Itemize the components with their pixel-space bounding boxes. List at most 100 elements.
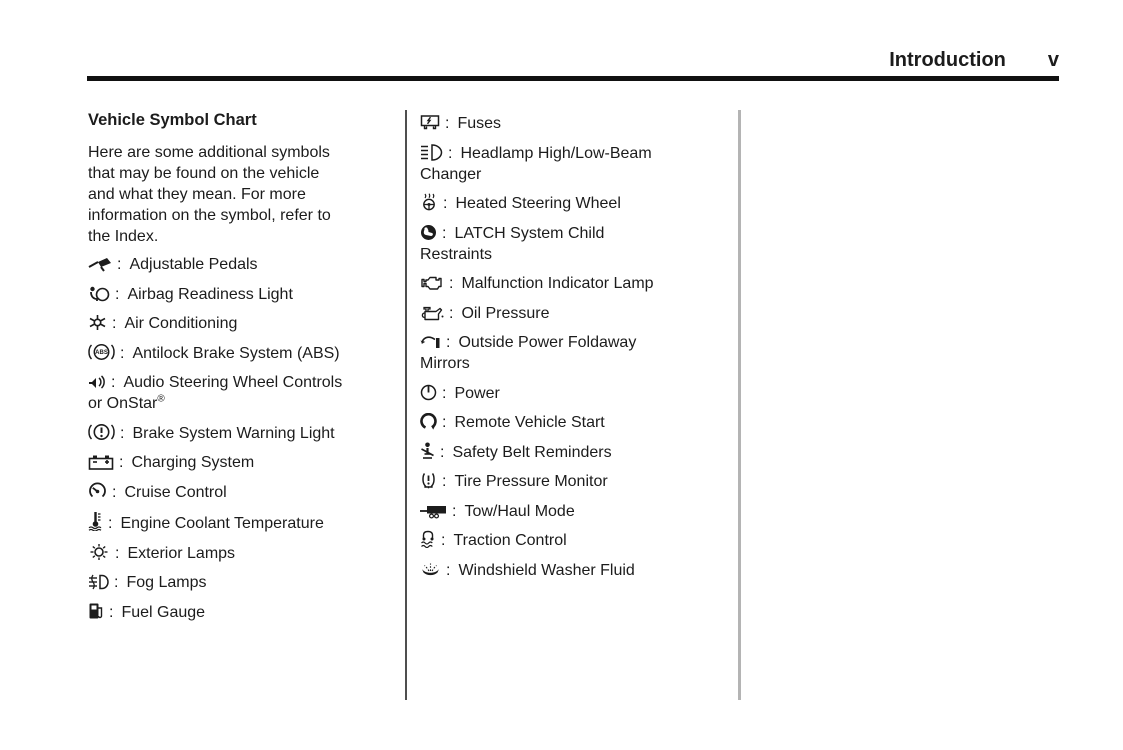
foldaway-mirrors-icon: [420, 332, 441, 353]
symbol-label: Cruise Control: [124, 483, 227, 501]
colon-separator: :: [114, 574, 119, 591]
registered-trademark: ®: [157, 393, 165, 405]
symbol-item: : Oil Pressure: [420, 303, 726, 324]
colon-separator: :: [445, 115, 450, 132]
tire-pressure-icon: [420, 471, 437, 492]
intro-paragraph: Here are some additional symbols that ma…: [88, 144, 331, 245]
cruise-control-icon: [88, 482, 107, 503]
symbol-item: :Headlamp High/Low-Beam Changer: [420, 143, 726, 185]
coolant-temperature-icon: [88, 511, 103, 534]
symbol-label: Oil Pressure: [461, 304, 550, 322]
colon-separator: :: [119, 454, 124, 471]
malfunction-indicator-icon: [420, 273, 444, 294]
symbol-item: :LATCH System Child Restraints: [420, 223, 726, 265]
colon-separator: :: [442, 384, 447, 402]
symbol-label: Traction Control: [453, 532, 567, 549]
colon-separator: :: [117, 256, 122, 273]
symbol-item: : Engine Coolant Temperature: [88, 511, 390, 534]
chapter-title: Introduction: [889, 49, 1006, 71]
header-rule: [87, 76, 1059, 81]
oil-pressure-icon: [420, 303, 444, 324]
symbol-item: : Brake System Warning Light: [88, 423, 390, 444]
colon-separator: :: [441, 532, 446, 549]
latch-child-restraint-icon: [420, 223, 437, 244]
page-header: Introduction v: [87, 48, 1059, 72]
symbol-item: :Fog Lamps: [88, 572, 390, 593]
left-symbol-list: : Adjustable Pedals: Airbag Readiness Ligh…: [88, 254, 390, 623]
colon-separator: :: [452, 502, 457, 520]
symbol-item: :Remote Vehicle Start: [420, 412, 726, 433]
symbol-label: Adjustable Pedals: [129, 256, 258, 273]
symbol-label: Tow/Haul Mode: [464, 502, 575, 520]
symbol-item: : Traction Control: [420, 530, 726, 551]
symbol-label: Audio Steering Wheel Controls or OnStar: [88, 374, 343, 412]
symbol-label: Power: [454, 384, 500, 402]
symbol-item: : Exterior Lamps: [88, 543, 390, 564]
brake-warning-icon: [88, 423, 115, 444]
column-divider-2: [738, 110, 741, 700]
colon-separator: :: [115, 544, 120, 562]
page-number: v: [1047, 49, 1059, 71]
fuel-gauge-icon: [88, 602, 104, 623]
colon-separator: :: [440, 443, 445, 461]
symbol-label: Engine Coolant Temperature: [120, 515, 324, 532]
symbol-label: Fuses: [457, 115, 502, 132]
symbol-item: : Cruise Control: [88, 482, 390, 503]
abs-icon: ABS: [88, 343, 115, 364]
tow-haul-icon: [420, 501, 447, 522]
symbol-label: Tire Pressure Monitor: [454, 473, 608, 490]
colon-separator: :: [446, 561, 451, 579]
symbol-label: Malfunction Indicator Lamp: [461, 275, 654, 292]
symbol-item: : Fuses: [420, 113, 726, 134]
symbol-label: Brake System Warning Light: [132, 424, 335, 442]
symbol-label: Fuel Gauge: [121, 603, 206, 621]
colon-separator: :: [120, 424, 125, 442]
symbol-item: :Air Conditioning: [88, 313, 390, 334]
symbol-label: Windshield Washer Fluid: [458, 561, 635, 579]
symbol-item: :Audio Steering Wheel Controls or OnStar…: [88, 372, 390, 414]
left-column: Vehicle Symbol Chart Here are some addit…: [88, 110, 390, 631]
remote-vehicle-start-icon: [420, 412, 437, 433]
symbol-label: Exterior Lamps: [127, 544, 236, 562]
symbol-item: : Safety Belt Reminders: [420, 442, 726, 463]
fog-lamps-icon: [88, 572, 109, 593]
washer-fluid-icon: [420, 560, 441, 581]
svg-text:ABS: ABS: [95, 350, 108, 356]
symbol-item: : Windshield Washer Fluid: [420, 560, 726, 581]
colon-separator: :: [115, 285, 120, 303]
symbol-label: Outside Power Foldaway Mirrors: [420, 334, 637, 372]
airbag-readiness-icon: [88, 284, 110, 305]
symbol-item: : Malfunction Indicator Lamp: [420, 273, 726, 294]
symbol-label: Heated Steering Wheel: [455, 195, 621, 212]
colon-separator: :: [443, 195, 448, 212]
middle-symbol-list: :Fuses:Headlamp High/Low-Beam Changer:He…: [420, 113, 726, 581]
colon-separator: :: [446, 334, 451, 351]
colon-separator: :: [442, 473, 447, 490]
adjustable-pedals-icon: [88, 254, 112, 275]
section-heading: Vehicle Symbol Chart: [88, 111, 257, 129]
charging-system-icon: [88, 452, 114, 473]
traction-control-icon: [420, 530, 436, 551]
audio-steering-wheel-icon: [88, 372, 106, 393]
colon-separator: :: [112, 315, 117, 332]
symbol-item: : Tow/Haul Mode: [420, 501, 726, 522]
colon-separator: :: [449, 275, 454, 292]
colon-separator: :: [449, 304, 454, 322]
colon-separator: :: [112, 483, 117, 501]
heated-steering-wheel-icon: [420, 193, 438, 214]
symbol-label: Airbag Readiness Light: [127, 285, 293, 303]
symbol-item: : Airbag Readiness Light: [88, 284, 390, 305]
symbol-label: Safety Belt Reminders: [452, 443, 612, 461]
colon-separator: :: [120, 344, 125, 362]
symbol-item: : Heated Steering Wheel: [420, 193, 726, 214]
symbol-item: : Adjustable Pedals: [88, 254, 390, 275]
air-conditioning-icon: [88, 313, 107, 334]
symbol-item: :Outside Power Foldaway Mirrors: [420, 332, 726, 374]
symbol-item: ABS:Antilock Brake System (ABS): [88, 343, 390, 364]
exterior-lamps-icon: [88, 543, 110, 564]
colon-separator: :: [108, 515, 113, 532]
symbol-label: Remote Vehicle Start: [454, 414, 605, 431]
symbol-label: LATCH System Child Restraints: [420, 224, 605, 263]
symbol-label: Headlamp High/Low-Beam Changer: [420, 144, 652, 183]
